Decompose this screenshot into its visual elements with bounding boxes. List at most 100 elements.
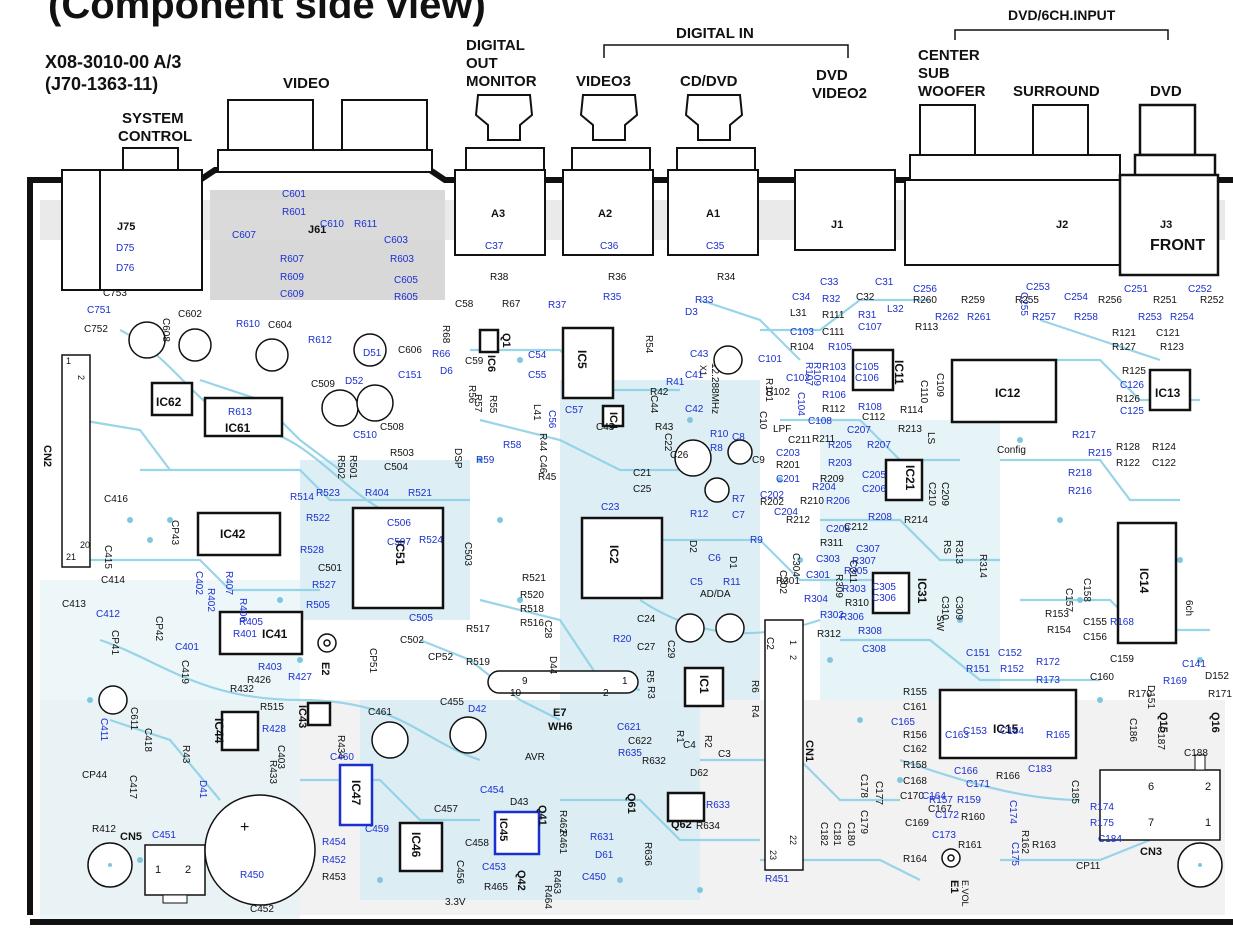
component-label: C202 xyxy=(760,490,784,501)
component-label: C204 xyxy=(774,507,798,518)
component-label: C159 xyxy=(1110,654,1134,665)
component-label: C411 xyxy=(98,718,109,742)
component-label: C35 xyxy=(706,241,725,252)
component-label: R5 xyxy=(644,670,655,683)
component-label: C603 xyxy=(384,235,408,246)
component-label: R37 xyxy=(548,300,567,311)
jack-j75 xyxy=(61,147,203,291)
component-label: C607 xyxy=(232,230,256,241)
component-label: C32 xyxy=(856,292,875,303)
e7-pin-1: 1 xyxy=(622,676,628,687)
component-label: R42 xyxy=(650,387,669,398)
svg-text:2: 2 xyxy=(76,375,86,380)
component-label: R44 xyxy=(537,433,548,452)
ic-packages xyxy=(150,326,1192,873)
ic-packages-blue xyxy=(338,763,541,856)
component-label: C211 xyxy=(788,435,812,446)
component-label: R216 xyxy=(1068,486,1092,497)
component-label: R123 xyxy=(1160,342,1184,353)
component-label: C22 xyxy=(662,433,673,452)
component-label: R127 xyxy=(1112,342,1136,353)
transistor-q62: Q62 xyxy=(671,819,692,831)
component-label: C5 xyxy=(690,577,703,588)
component-label: C459 xyxy=(365,824,389,835)
component-label: C171 xyxy=(966,779,990,790)
header-video: VIDEO xyxy=(283,75,330,92)
component-label: R107 xyxy=(803,362,814,386)
component-label: R104 xyxy=(790,342,814,353)
transistor-q61: Q61 xyxy=(625,793,637,814)
component-label: R610 xyxy=(236,319,260,330)
component-label: R611 xyxy=(354,219,378,230)
component-label: C403 xyxy=(275,745,286,769)
component-label: R428 xyxy=(262,724,286,735)
component-label: R217 xyxy=(1072,430,1096,441)
page-title-partial: (Component side view) xyxy=(48,0,486,27)
component-label: C57 xyxy=(565,405,584,416)
component-label: R461 xyxy=(557,830,568,854)
component-label: C252 xyxy=(1188,284,1212,295)
ic-ic4: IC4 xyxy=(607,412,619,430)
component-label: C303 xyxy=(816,554,840,565)
component-label: R519 xyxy=(466,657,490,668)
e7-pin-9: 9 xyxy=(522,676,528,687)
ic-ic42: IC42 xyxy=(220,527,246,541)
component-label: C24 xyxy=(637,614,656,625)
component-label: R261 xyxy=(967,312,991,323)
component-label: C418 xyxy=(142,728,153,752)
component-label: D52 xyxy=(345,376,364,387)
component-label: C162 xyxy=(903,744,927,755)
component-label: C508 xyxy=(380,422,404,433)
component-label: C183 xyxy=(1028,764,1052,775)
component-label: R38 xyxy=(490,272,509,283)
component-label: D75 xyxy=(116,243,135,254)
component-label: C112 xyxy=(862,412,886,423)
component-label: C104 xyxy=(795,392,806,416)
label-rs: RS xyxy=(941,540,952,554)
component-label: R103 xyxy=(822,362,846,373)
component-label: C110 xyxy=(918,380,929,404)
component-label: R35 xyxy=(603,292,622,303)
component-label: C412 xyxy=(96,609,120,620)
component-label: C177 xyxy=(873,781,884,805)
header-cd-dvd: CD/DVD xyxy=(680,73,738,90)
component-label: R9 xyxy=(750,535,763,546)
component-label: C56 xyxy=(546,410,557,429)
connector-cn3: 6 2 7 1 CN3 xyxy=(1099,754,1223,888)
component-label: R520 xyxy=(520,590,544,601)
component-label: C402 xyxy=(193,571,204,595)
component-label: CP51 xyxy=(367,648,378,673)
component-label: C37 xyxy=(485,241,504,252)
component-label: R8 xyxy=(710,443,723,454)
component-label: R631 xyxy=(590,832,614,843)
component-label: C165 xyxy=(891,717,915,728)
component-label: CP41 xyxy=(109,630,120,655)
component-label: R502 xyxy=(335,455,346,479)
component-label: R159 xyxy=(957,795,981,806)
component-label: R405 xyxy=(239,617,263,628)
label-xtal: 12.288MHz xyxy=(709,363,720,414)
trace-pattern xyxy=(79,298,1210,881)
component-label: C26 xyxy=(670,450,689,461)
component-label: R55 xyxy=(487,395,498,414)
component-label: C27 xyxy=(637,642,656,653)
component-label: R404 xyxy=(365,488,389,499)
component-label: C601 xyxy=(282,189,306,200)
ic-ic11: IC11 xyxy=(892,360,906,385)
component-label: R303 xyxy=(842,584,866,595)
jack-j3 xyxy=(1118,103,1220,277)
component-label: R311 xyxy=(820,538,844,549)
component-label: C453 xyxy=(482,862,506,873)
component-label: R462 xyxy=(557,810,568,834)
e7-pin-10: 10 xyxy=(510,688,522,699)
ic-ic31: IC31 xyxy=(915,578,929,604)
transistor-q15: Q15 xyxy=(1157,712,1169,733)
header-surround: SURROUND xyxy=(1013,83,1100,100)
component-label: C173 xyxy=(932,830,956,841)
component-label: R301 xyxy=(776,576,800,587)
component-label: C4 xyxy=(683,740,696,751)
label-6ch: 6ch xyxy=(1183,600,1194,616)
component-label: C54 xyxy=(528,350,547,361)
component-label: R112 xyxy=(822,404,846,415)
component-label: CP42 xyxy=(153,616,164,641)
